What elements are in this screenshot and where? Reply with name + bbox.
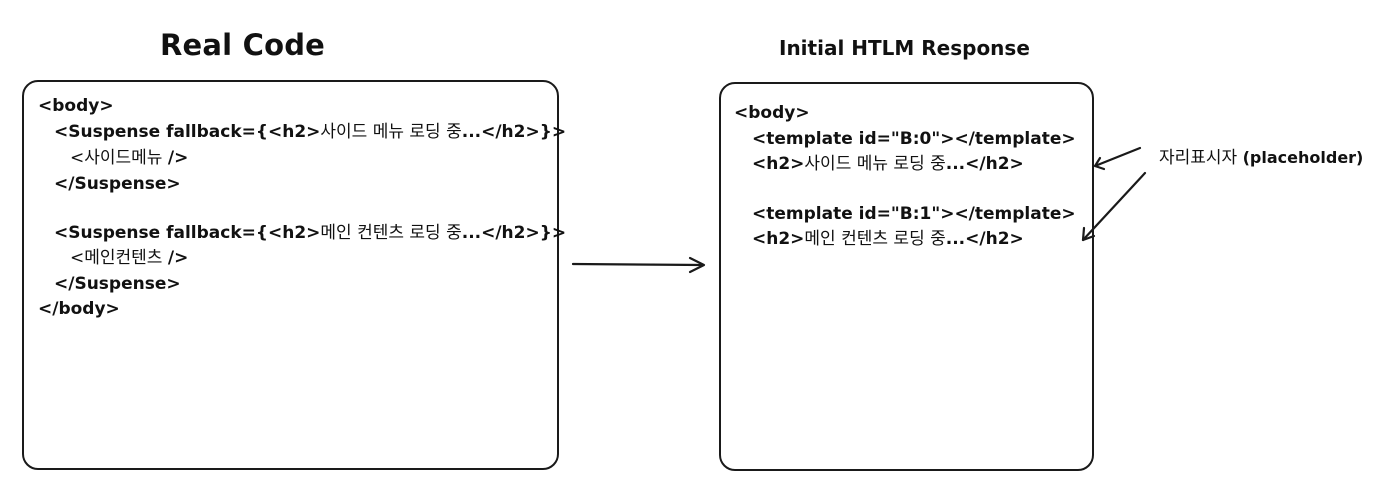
code-tag: <h2> xyxy=(752,154,805,174)
left-code-line-side-menu-component: <사이드메뉴 /> xyxy=(70,147,188,169)
right-code-line-template-b1: <template id="B:1"></template> xyxy=(752,203,1076,225)
right-code-line-body-open: <body> xyxy=(734,102,810,124)
placeholder-english-label: (placeholder) xyxy=(1242,148,1364,167)
code-tag: ...</h2>}> xyxy=(461,122,567,142)
placeholder-annotation: 자리표시자 (placeholder) xyxy=(1159,143,1363,168)
code-text: 메인 컨텐츠 로딩 중 xyxy=(804,229,946,249)
code-tag: /> xyxy=(167,148,189,168)
code-tag: <Suspense fallback={<h2> xyxy=(54,223,321,243)
real-code-panel xyxy=(22,80,559,470)
right-code-line-template-b0: <template id="B:0"></template> xyxy=(752,128,1076,150)
initial-html-response-title: Initial HTLM Response xyxy=(779,36,1030,60)
code-tag: ...</h2>}> xyxy=(461,223,567,243)
placeholder-korean-label: 자리표시자 xyxy=(1159,148,1243,168)
left-code-line-suspense-main-content: <Suspense fallback={<h2>메인 컨텐츠 로딩 중...</… xyxy=(54,222,566,244)
initial-html-response-panel xyxy=(719,82,1094,471)
code-text: 사이드 메뉴 로딩 중 xyxy=(320,122,462,142)
code-tag: <Suspense fallback={<h2> xyxy=(54,122,321,142)
code-tag: ...</h2> xyxy=(945,154,1024,174)
code-text: <메인컨텐츠 xyxy=(70,248,168,268)
transform-arrow xyxy=(571,256,706,274)
code-tag: /> xyxy=(167,248,189,268)
code-tag: <template id="B:0"></template> xyxy=(752,129,1076,149)
code-tag: </Suspense> xyxy=(54,274,181,294)
code-tag: </body> xyxy=(38,299,120,319)
code-tag: <template id="B:1"></template> xyxy=(752,204,1076,224)
code-text: 사이드 메뉴 로딩 중 xyxy=(804,154,946,174)
code-tag: <h2> xyxy=(752,229,805,249)
left-code-line-suspense-close-2: </Suspense> xyxy=(54,273,181,295)
left-code-line-main-content-component: <메인컨텐츠 /> xyxy=(70,247,188,269)
real-code-title: Real Code xyxy=(160,28,326,62)
code-text: <사이드메뉴 xyxy=(70,148,168,168)
left-code-line-body-open: <body> xyxy=(38,95,114,117)
code-tag: ...</h2> xyxy=(945,229,1024,249)
code-text: 메인 컨텐츠 로딩 중 xyxy=(320,223,462,243)
left-code-line-body-close: </body> xyxy=(38,298,120,320)
left-code-line-suspense-close: </Suspense> xyxy=(54,173,181,195)
left-code-line-suspense-side-menu: <Suspense fallback={<h2>사이드 메뉴 로딩 중...</… xyxy=(54,121,566,143)
code-tag: <body> xyxy=(38,96,114,116)
code-tag: </Suspense> xyxy=(54,174,181,194)
right-code-line-h2-main-content: <h2>메인 컨텐츠 로딩 중...</h2> xyxy=(752,228,1024,250)
placeholder-arrow-1 xyxy=(1093,146,1142,171)
right-code-line-h2-side-menu: <h2>사이드 메뉴 로딩 중...</h2> xyxy=(752,153,1024,175)
code-tag: <body> xyxy=(734,103,810,123)
